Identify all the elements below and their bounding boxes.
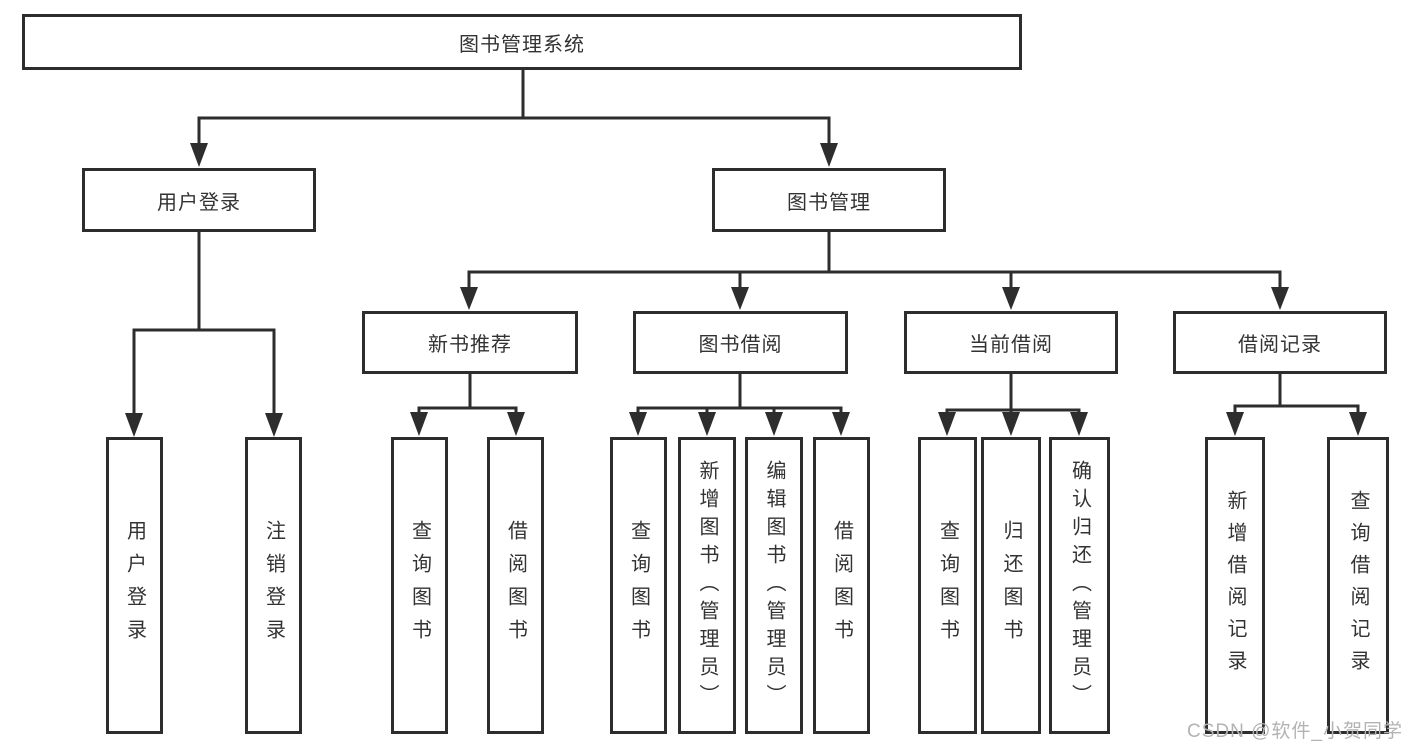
leaf-query-borrow-record: 查询借阅记录: [1327, 437, 1389, 734]
connector-root-to-level2: [190, 70, 838, 167]
leaf-confirm-return-admin: 确认归还（管理员）: [1049, 437, 1110, 734]
node-new-books: 新书推荐: [362, 311, 578, 374]
connector-current-borrowing-to-leaves: [938, 374, 1088, 436]
node-user-login: 用户登录: [82, 168, 316, 232]
leaf-return-books: 归还图书: [981, 437, 1041, 734]
node-book-management: 图书管理: [712, 168, 946, 232]
node-book-borrowing: 图书借阅: [633, 311, 848, 374]
connector-borrowing-records-to-leaves: [1226, 374, 1367, 436]
connector-book-management-to-level3: [460, 232, 1289, 310]
node-current-borrowing: 当前借阅: [904, 311, 1118, 374]
leaf-logout-login: 注销登录: [245, 437, 302, 734]
connector-new-books-to-leaves: [410, 374, 525, 436]
leaf-edit-books-admin: 编辑图书（管理员）: [745, 437, 803, 734]
leaf-query-books-current: 查询图书: [918, 437, 977, 734]
leaf-add-books-admin: 新增图书（管理员）: [678, 437, 736, 734]
connector-user-login-to-leaves: [125, 232, 283, 437]
node-root-system: 图书管理系统: [22, 14, 1022, 70]
leaf-borrow-books-newbooks: 借阅图书: [487, 437, 544, 734]
leaf-query-books-newbooks: 查询图书: [391, 437, 448, 734]
node-borrowing-records: 借阅记录: [1173, 311, 1387, 374]
leaf-borrow-books: 借阅图书: [813, 437, 870, 734]
leaf-query-books-borrowing: 查询图书: [610, 437, 667, 734]
csdn-watermark: CSDN @软件_小贺同学: [1187, 721, 1403, 742]
leaf-user-login: 用户登录: [106, 437, 163, 734]
leaf-add-borrow-record: 新增借阅记录: [1205, 437, 1265, 734]
connector-book-borrowing-to-leaves: [629, 374, 850, 436]
